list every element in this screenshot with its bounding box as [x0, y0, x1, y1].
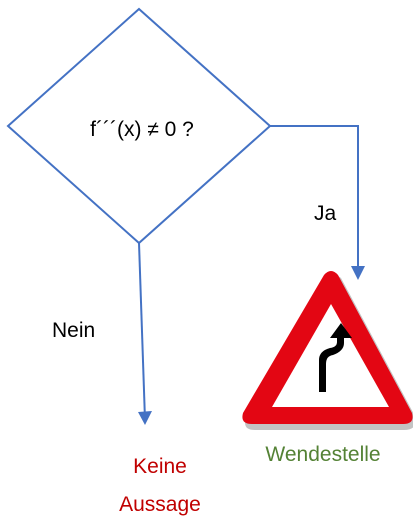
no-result-line-2: Aussage: [119, 493, 201, 516]
yes-connector: [270, 125, 359, 276]
no-result-line-1: Keine: [133, 455, 187, 478]
double-bend-arrow: [315, 323, 352, 392]
yes-result-text: Wendestelle: [265, 443, 380, 466]
yes-label: Ja: [314, 202, 337, 225]
decision-question: f´´´(x) ≠ 0 ?: [90, 118, 194, 141]
no-label: Nein: [52, 319, 95, 342]
no-connector: [138, 242, 146, 421]
double-bend-warning-sign-icon: [242, 271, 413, 430]
no-arrowhead: [138, 411, 152, 425]
yes-arrowhead: [351, 266, 365, 280]
